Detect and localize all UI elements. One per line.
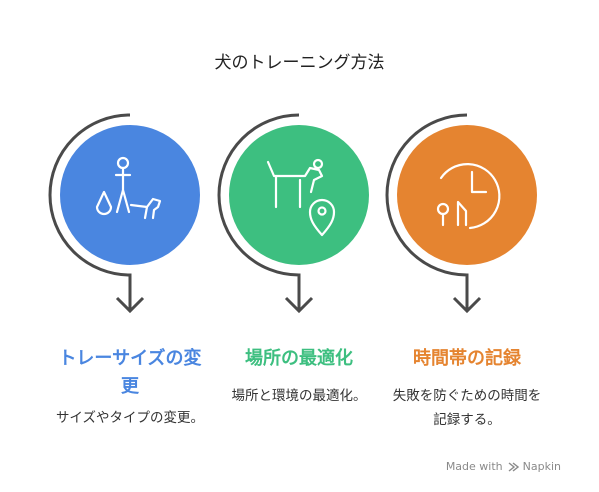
step-3-circle xyxy=(397,125,537,265)
step-3-arc-connector xyxy=(385,113,469,310)
step-2-arc-connector xyxy=(217,113,301,310)
step-3-graphic xyxy=(385,113,537,314)
step-1-description: サイズやタイプの変更。 xyxy=(55,410,205,426)
dog-location-pin-icon xyxy=(266,158,336,237)
step-3-description: 失敗を防ぐための時間を記録する。 xyxy=(392,388,542,428)
napkin-brand-text: Napkin xyxy=(522,460,561,473)
step-2-description: 場所と環境の最適化。 xyxy=(231,388,367,404)
person-walking-dog-icon xyxy=(95,156,162,220)
diagram-title: 犬のトレーニング方法 xyxy=(214,53,385,73)
step-2-arrow-down-icon xyxy=(284,296,314,314)
step-1-arrow-down-icon xyxy=(115,296,145,314)
step-1-circle xyxy=(60,125,200,265)
step-2-graphic xyxy=(217,113,369,314)
step-3-arrow-down-icon xyxy=(452,296,482,314)
step-1-title: トレーサイズの変更 xyxy=(58,348,202,397)
made-with-text: Made with xyxy=(445,460,503,473)
step-3-title: 時間帯の記録 xyxy=(413,348,521,369)
step-2-title: 場所の最適化 xyxy=(245,348,353,369)
clock-location-icon xyxy=(436,163,501,230)
step-1-graphic xyxy=(48,113,200,314)
napkin-logo-icon xyxy=(508,461,519,472)
step-1-arc-connector xyxy=(48,113,132,310)
napkin-attribution: Made with Napkin xyxy=(446,460,561,473)
